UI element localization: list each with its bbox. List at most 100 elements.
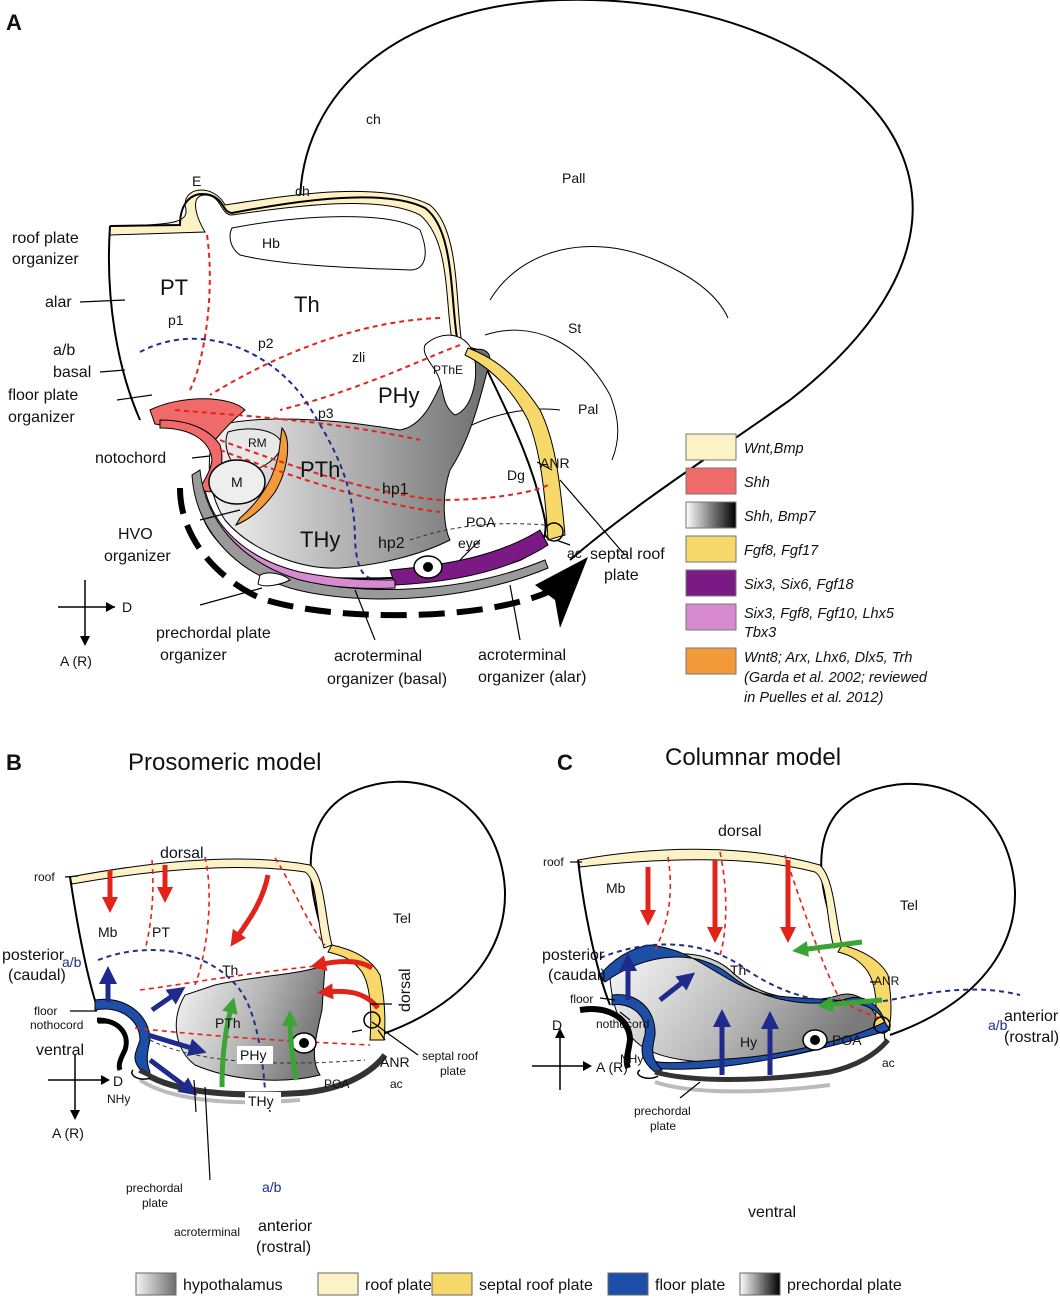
b-pt: PT: [152, 924, 170, 940]
b-ventral: ventral: [36, 1042, 84, 1059]
b-ab-2: a/b: [262, 1179, 282, 1195]
b-dorsal: dorsal: [160, 845, 204, 862]
b-poa: POA: [324, 1077, 349, 1091]
legend-a-5: Six3, Fgf8, Fgf10, Lhx5: [744, 606, 895, 622]
label-notochord: notochord: [95, 450, 166, 467]
b-mb: Mb: [98, 924, 118, 940]
c-tel: Tel: [900, 897, 918, 913]
c-nhy: [637, 1069, 659, 1080]
hvo-band: [234, 426, 289, 527]
label-aca-2: organizer (alar): [478, 669, 586, 686]
label-dg: Dg: [507, 467, 525, 483]
b-thy: THy: [248, 1093, 274, 1109]
c-green-arrows: [792, 939, 883, 1013]
b-acro: acroterminal: [174, 1225, 240, 1239]
organizer-arrow-head: [535, 557, 588, 628]
label-pthe: PThE: [433, 363, 463, 377]
b-pre-1: prechordal: [126, 1181, 183, 1195]
title-prosomeric: Prosomeric model: [128, 749, 321, 776]
b-ac-circle: [363, 1011, 381, 1029]
bottom-legend-swatches: [135, 1272, 781, 1296]
b-pre-2: plate: [142, 1196, 168, 1210]
label-p2: p2: [258, 335, 274, 351]
panel-b: [48, 780, 506, 1181]
b-sep-2: plate: [440, 1064, 466, 1078]
b-axis-a: A (R): [52, 1125, 84, 1141]
label-ac: ac: [567, 545, 582, 561]
label-eye: eye: [458, 535, 481, 551]
ventricle-boundary: [409, 523, 546, 541]
prechordal-white: [257, 572, 291, 587]
labels: A B C Prosomeric model Columnar model ch…: [2, 10, 1059, 1294]
b-prechordal: [138, 1053, 388, 1098]
label-hvo-2: organizer: [104, 548, 171, 565]
c-outline: [577, 859, 611, 1006]
label-sep-1: septal roof: [590, 546, 665, 563]
b-ant-2: (rostral): [256, 1239, 311, 1256]
pthe-region: [423, 334, 477, 416]
label-th: Th: [294, 292, 320, 317]
label-aca-1: acroterminal: [478, 647, 566, 664]
label-rm: RM: [248, 436, 267, 450]
c-post-1: posterior: [542, 947, 605, 964]
c-axis: [532, 1034, 585, 1090]
b-nhy: [131, 1069, 151, 1080]
c-leaders: [570, 861, 886, 1099]
c-noto: nothocord: [596, 1017, 649, 1031]
b-axis-d: D: [113, 1073, 123, 1089]
c-tel-outline: [820, 782, 1016, 1036]
c-th: Th: [730, 962, 746, 978]
c-roof-band: [577, 848, 843, 949]
label-floor-2: organizer: [8, 409, 75, 426]
legend-a-3: Fgf8, Fgf17: [744, 543, 819, 559]
label-pre-2: organizer: [160, 647, 227, 664]
bottom-legend-2: septal roof plate: [479, 1277, 593, 1294]
label-p3: p3: [318, 405, 334, 421]
c-floor: floor: [570, 992, 593, 1006]
label-acb-2: organizer (basal): [327, 671, 447, 688]
label-e: E: [192, 173, 201, 189]
legend-a-2: Shh, Bmp7: [744, 509, 817, 525]
hb-region: [229, 216, 426, 271]
c-nhy: NHy: [620, 1052, 643, 1066]
panel-label-a: A: [6, 10, 22, 35]
legend-a-0: Wnt,Bmp: [744, 441, 804, 457]
b-eye-pupil-icon: [299, 1038, 309, 1048]
label-ch: ch: [295, 183, 310, 199]
label-p1: p1: [168, 312, 184, 328]
label-st: St: [568, 320, 581, 336]
pal-boundary: [484, 329, 619, 461]
b-ab: a/b: [62, 954, 82, 970]
legend-a-6: Wnt8; Arx, Lhx6, Dlx5, Trh: [744, 650, 912, 666]
c-ant-1: anterior: [1004, 1008, 1059, 1025]
label-ab: a/b: [53, 342, 75, 359]
ac-circle: [544, 522, 564, 542]
b-ventricle: [149, 1039, 366, 1064]
label-sep-2: plate: [604, 567, 639, 584]
leader-lines: [79, 299, 626, 641]
b-floor-plate: [94, 998, 151, 1076]
label-phy: PHy: [378, 383, 420, 408]
b-tel: Tel: [393, 910, 411, 926]
st-boundary: [489, 246, 729, 319]
label-hvo-1: HVO: [118, 526, 153, 543]
label-floor-1: floor plate: [8, 387, 78, 404]
panel-c: [532, 782, 1021, 1099]
b-tel-outline: [309, 780, 506, 1036]
b-post-2: (caudal): [8, 967, 66, 984]
c-eye-pupil-icon: [810, 1035, 820, 1045]
bottom-legend-1: roof plate: [365, 1277, 432, 1294]
c-notochord: [579, 1006, 634, 1070]
b-post-1: posterior: [2, 947, 65, 964]
alar-basal-boundary: [139, 337, 371, 579]
label-ch-top: ch: [366, 111, 381, 127]
b-outline: [69, 876, 99, 1011]
c-ant-2: (rostral): [1004, 1029, 1059, 1046]
b-roof-band: [69, 858, 333, 949]
c-axis-a: A (R): [596, 1059, 628, 1075]
legend-a-4: Six3, Six6, Fgf18: [744, 577, 854, 593]
c-post-2: (caudal): [548, 967, 606, 984]
b-red-boundaries: [134, 856, 371, 1046]
panel-label-b: B: [6, 750, 22, 775]
title-columnar: Columnar model: [665, 744, 841, 771]
